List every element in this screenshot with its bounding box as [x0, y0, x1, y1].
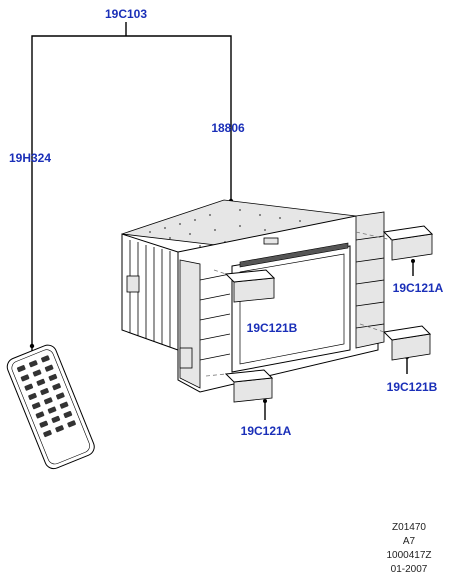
leader-19c103 — [31, 35, 232, 360]
head-unit — [121, 199, 385, 393]
ref-line-1: Z01470 — [392, 522, 426, 533]
clip-center — [213, 269, 276, 303]
remote-control — [6, 344, 95, 470]
label-18806: 18806 — [211, 121, 245, 135]
ref-line-3: 1000417Z — [386, 550, 431, 561]
unit-connector — [126, 275, 140, 293]
ref-line-2: A7 — [403, 536, 416, 547]
label-19c121b-center: 19C121B — [247, 321, 298, 335]
clip-bottom — [205, 369, 274, 403]
label-19c121a-top: 19C121A — [393, 281, 444, 295]
unit-left-bracket — [179, 259, 201, 389]
label-19c121b-right: 19C121B — [387, 380, 438, 394]
label-19c121a-bottom: 19C121A — [241, 424, 292, 438]
remote-body — [6, 344, 95, 470]
clip-right-bottom — [359, 323, 432, 361]
label-19c103: 19C103 — [105, 7, 147, 21]
unit-disc-slot — [239, 242, 349, 268]
clip-right-top — [355, 225, 434, 261]
label-19h324: 19H324 — [9, 151, 51, 165]
ref-line-4: 01-2007 — [391, 564, 428, 575]
remote-buttons — [16, 355, 76, 438]
unit-right-bracket — [355, 211, 385, 349]
leader-dot-remote — [29, 343, 35, 349]
